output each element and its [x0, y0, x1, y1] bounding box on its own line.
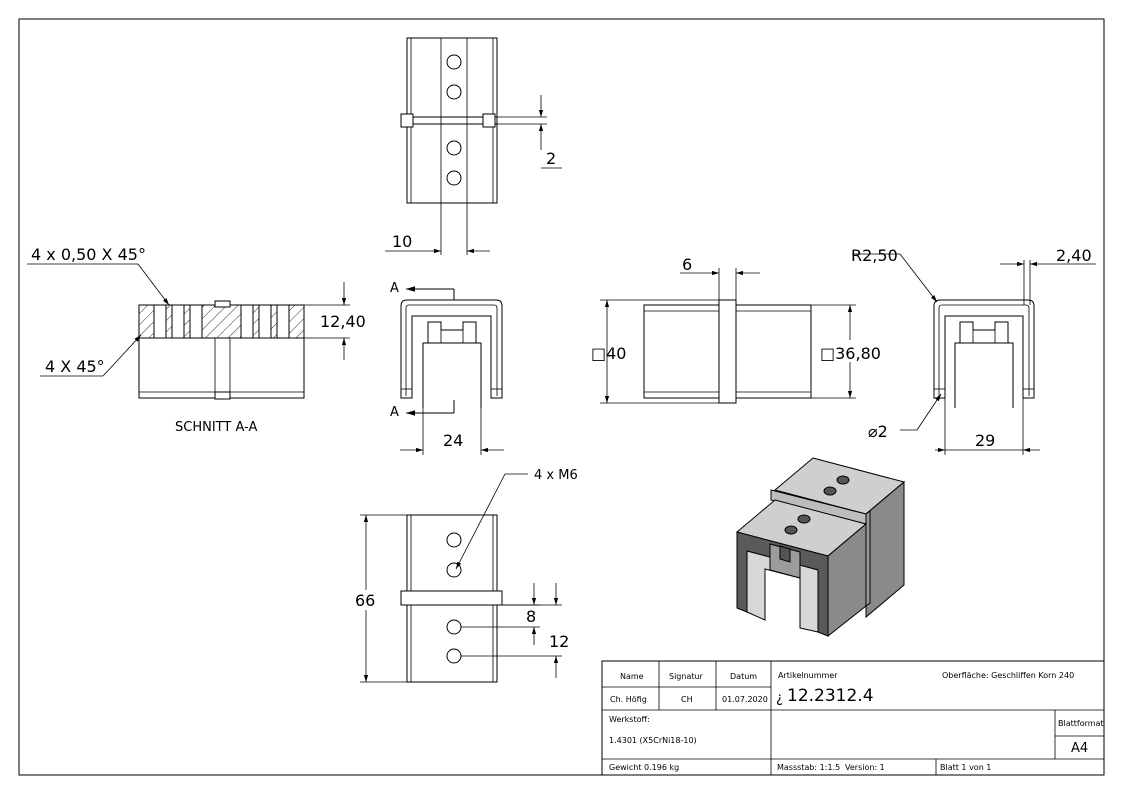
tb-blatt: Blatt 1 von 1 — [940, 763, 991, 772]
tb-artikel-prefix: ¿ — [776, 691, 783, 706]
dim-12: 12 — [549, 632, 569, 651]
tb-werkstoff-label: Werkstoff: — [609, 715, 650, 724]
section-a-a-view — [27, 263, 350, 400]
tb-oberflaeche: Oberfläche: Geschliffen Korn 240 — [942, 671, 1074, 680]
chamfer-label-side: 4 X 45° — [45, 357, 105, 376]
right-profile-view — [852, 253, 1096, 455]
chamfer-label-top: 4 x 0,50 X 45° — [31, 245, 146, 264]
tb-name: Ch. Höfig — [610, 695, 647, 704]
section-arrow-a-top: A — [390, 281, 399, 296]
section-title: SCHNITT A-A — [175, 420, 257, 435]
tb-header-signatur: Signatur — [669, 672, 704, 681]
dim-40: □40 — [591, 344, 626, 363]
tb-gewicht: Gewicht 0.196 kg — [609, 763, 679, 772]
tb-header-name: Name — [620, 672, 644, 681]
dim-12-40: 12,40 — [320, 312, 366, 331]
tb-datum: 01.07.2020 — [722, 695, 768, 704]
dim-8: 8 — [526, 607, 536, 626]
title-block — [601, 660, 1105, 776]
dim-r2-50: R2,50 — [851, 246, 898, 265]
dim-phi-2: ⌀2 — [868, 422, 888, 441]
top-view — [385, 37, 562, 255]
section-arrow-a-bottom: A — [390, 405, 399, 420]
tb-header-artikelnummer: Artikelnummer — [778, 671, 838, 680]
front-profile-view — [400, 286, 504, 455]
isometric-view — [735, 457, 906, 638]
tb-version: Version: 1 — [845, 763, 885, 772]
tb-artikelnummer: 12.2312.4 — [787, 686, 874, 706]
tb-werkstoff: 1.4301 (X5CrNi18-10) — [609, 736, 697, 745]
dim-29: 29 — [975, 431, 995, 450]
bottom-view — [360, 473, 562, 683]
dim-10: 10 — [392, 232, 412, 251]
tb-massstab: Massstab: 1:1.5 — [777, 763, 840, 772]
dim-2: 2 — [546, 149, 556, 168]
tb-header-datum: Datum — [730, 672, 757, 681]
side-view — [600, 268, 856, 404]
dim-24: 24 — [443, 431, 463, 450]
tb-blattformat-label: Blattformat — [1058, 719, 1104, 728]
dim-2-40: 2,40 — [1056, 246, 1092, 265]
dim-6: 6 — [682, 255, 692, 274]
thread-callout-m6: 4 x M6 — [534, 468, 578, 483]
drawing-frame — [18, 18, 1105, 776]
dim-36-80: □36,80 — [820, 344, 881, 363]
tb-blattformat: A4 — [1071, 741, 1088, 756]
tb-signatur: CH — [681, 695, 693, 704]
dim-66: 66 — [355, 591, 375, 610]
